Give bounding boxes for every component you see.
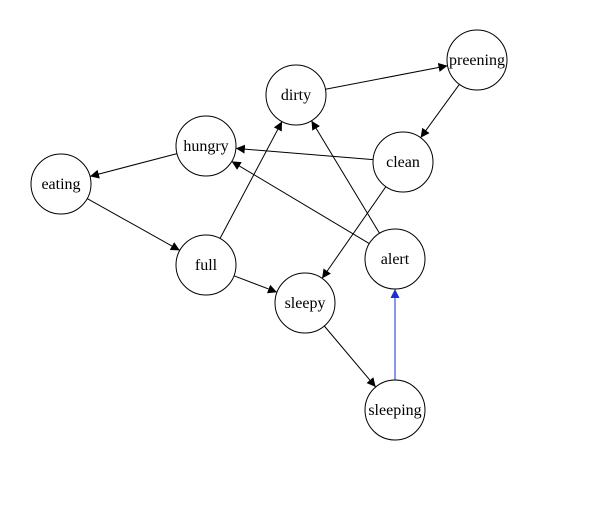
node-circle-hungry	[175, 115, 237, 177]
node-circle-full	[175, 234, 237, 296]
node-label-full: full	[195, 257, 218, 274]
edges-layer	[86, 62, 460, 388]
node-label-dirty: dirty	[281, 87, 311, 104]
node-label-sleeping: sleeping	[368, 402, 421, 419]
node-eating: eating	[30, 153, 92, 215]
node-clean: clean	[372, 131, 434, 193]
node-circle-clean	[372, 131, 434, 193]
node-circle-preening	[446, 29, 508, 91]
node-preening: preening	[446, 29, 508, 91]
node-label-sleepy: sleepy	[285, 295, 326, 312]
node-sleepy: sleepy	[274, 272, 336, 334]
node-sleeping: sleeping	[364, 379, 426, 441]
node-dirty: dirty	[265, 64, 327, 126]
node-full: full	[175, 234, 237, 296]
node-label-clean: clean	[386, 154, 420, 171]
edge-sleepy-to-sleeping	[323, 325, 377, 388]
node-hungry: hungry	[175, 115, 237, 177]
node-label-hungry: hungry	[183, 138, 228, 155]
edge-hungry-to-eating	[89, 153, 178, 179]
node-label-alert: alert	[381, 251, 410, 268]
edge-alert-to-hungry	[231, 160, 370, 245]
node-circle-sleeping	[364, 379, 426, 441]
edge-full-to-dirty	[219, 121, 283, 239]
node-label-eating: eating	[41, 176, 80, 193]
edge-alert-to-dirty	[311, 120, 380, 234]
node-alert: alert	[364, 228, 426, 290]
edge-dirty-to-preening	[325, 62, 448, 90]
edge-eating-to-full	[86, 198, 181, 251]
node-circle-sleepy	[274, 272, 336, 334]
node-label-preening: preening	[449, 52, 505, 69]
edge-clean-to-sleepy	[321, 186, 387, 279]
nodes-layer: dirty preening hungry clean eating full alert s…	[30, 29, 508, 441]
node-circle-dirty	[265, 64, 327, 126]
node-circle-alert	[364, 228, 426, 290]
node-circle-eating	[30, 153, 92, 215]
edge-full-to-sleepy	[233, 275, 278, 294]
edge-preening-to-clean	[420, 84, 460, 138]
edge-clean-to-hungry	[235, 144, 374, 161]
